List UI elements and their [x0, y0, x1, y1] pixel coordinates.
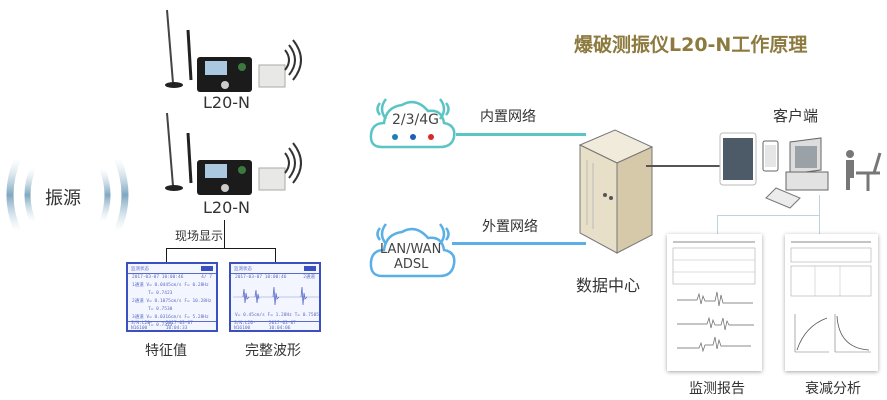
vibration-source: 振源 [0, 140, 135, 250]
vibration-waves-icon [6, 156, 129, 234]
device-label: L20-N [203, 93, 251, 112]
cloud-text: 2/3/4G [392, 112, 440, 128]
battery-icon [304, 266, 316, 271]
lcd-row: 1通道 V= 0.0445cm/s F= 0.28Hz [132, 283, 209, 288]
attenuation-analysis-document [785, 234, 878, 371]
cloud-text-line2: ADSL [394, 257, 429, 272]
lcd-status: 监测状态 [234, 266, 252, 272]
china-unicom-logo [428, 134, 434, 140]
lcd-header: 监测状态 [231, 264, 319, 274]
china-mobile-logo [392, 134, 398, 140]
lcd-footer: S/N:L20-N16100 2017-03-07 10:04:33 [128, 321, 216, 331]
data-center-label: 数据中心 [576, 276, 641, 295]
user-icon [846, 150, 854, 158]
lcd-footer-time: 2017-03-07 10:04:06 [268, 321, 296, 331]
connector-line [717, 215, 718, 235]
lcd-full-waveform: 监测状态 2017-03-07 10:00:46 2通道 V= 0.45cm/s… [229, 262, 321, 332]
link-line-external [452, 242, 586, 245]
link-line-client [646, 165, 726, 167]
diagram-title: 爆破测振仪L20-N工作原理 [574, 34, 808, 56]
waveform-plot [233, 286, 319, 306]
device-l20n-2: L20-N [155, 108, 305, 218]
client-label: 客户端 [773, 107, 819, 125]
lcd-page: 4/ 7 [201, 275, 212, 280]
device-label: L20-N [203, 198, 251, 217]
cloud-text-line1: LAN/WAN [380, 242, 442, 257]
lcd-datetime: 2017-03-07 10:00:46 [132, 275, 184, 280]
lcd-footer: S/N:L20-N16100 2017-03-07 10:04:06 [231, 321, 319, 331]
data-center-server [560, 125, 660, 265]
lcd-channel: 2通道 [303, 275, 315, 280]
monitoring-report-document [667, 234, 762, 371]
onsite-display-label: 现场显示 [175, 229, 224, 243]
connector-line [275, 248, 276, 262]
cloud-icon [369, 223, 456, 278]
lcd-serial: S/N:L20-N16100 [234, 321, 256, 331]
lcd-row: T= 0.7423 [148, 291, 173, 296]
screen-label: 完整波形 [245, 343, 301, 359]
connector-line [166, 248, 275, 249]
china-telecom-logo [410, 134, 416, 140]
battery-icon [201, 266, 213, 271]
connector-line [717, 215, 820, 216]
lcd-feature-values: 监测状态 2017-03-07 10:00:46 4/ 7 1通道 V= 0.0… [126, 262, 218, 332]
client-devices-icon [719, 132, 882, 209]
lcd-row: T= 0.7530 [148, 307, 173, 312]
cloud-cellular: 2/3/4G [368, 85, 458, 155]
seismograph-device-icon [165, 9, 302, 92]
lcd-row: 2通道 V= 0.1075cm/s F= 10.28Hz [132, 299, 212, 304]
link-label-builtin: 内置网络 [480, 109, 536, 125]
lcd-serial: S/N:L20-N16100 [131, 321, 153, 331]
connector-line [224, 220, 225, 248]
source-label: 振源 [45, 188, 81, 209]
lcd-row: 3通道 V= 0.0316cm/s F= 5.28Hz [132, 315, 209, 320]
link-label-external: 外置网络 [482, 219, 538, 235]
cloud-icon [369, 98, 456, 149]
cloud-lan: LAN/WAN ADSL [368, 210, 458, 282]
report-chart-icon [790, 241, 872, 353]
lcd-header: 监测状态 [128, 264, 216, 274]
report-waveform-icon [672, 241, 756, 353]
device-l20n-1: L20-N [155, 5, 305, 115]
lcd-footer-time: 2017-03-07 10:04:33 [165, 321, 193, 331]
client-devices [718, 128, 887, 213]
connector-line [166, 248, 167, 262]
seismograph-device-icon [165, 112, 302, 195]
lcd-datetime: 2017-03-07 10:00:46 [235, 275, 287, 280]
server-icon [578, 129, 654, 254]
lcd-status: 监测状态 [131, 266, 149, 272]
report-label: 监测报告 [689, 381, 745, 397]
lcd-row: T= 0.7313 [148, 323, 173, 328]
report-label: 衰减分析 [805, 381, 861, 397]
lcd-readout: V= 0.45cm/s F= 1.28Hz T= 0.7505 [235, 313, 319, 318]
link-line-builtin [456, 133, 586, 136]
screen-label: 特征值 [145, 343, 187, 359]
